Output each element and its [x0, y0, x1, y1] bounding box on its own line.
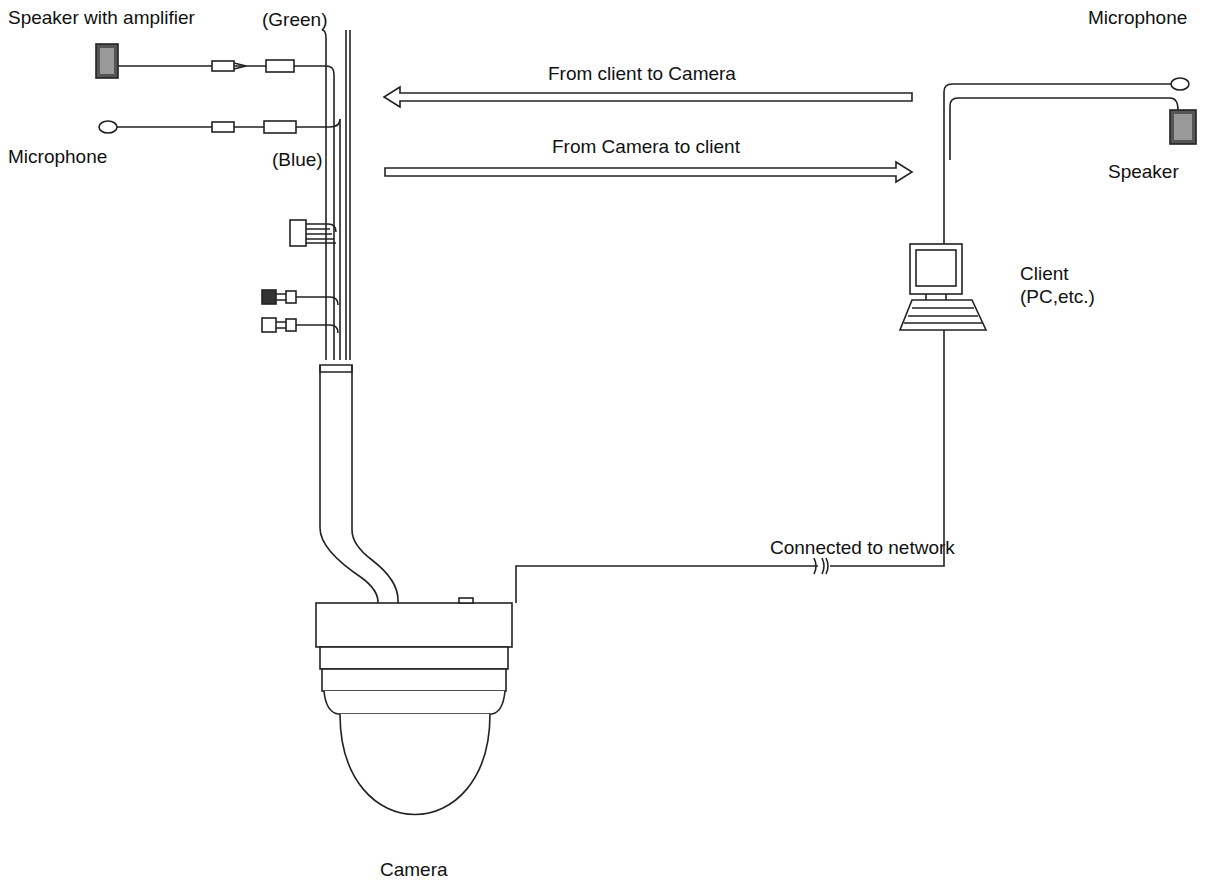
- direction-arrow: [385, 162, 912, 182]
- microphone: [99, 121, 117, 133]
- client-microphone: [1171, 78, 1189, 90]
- part-label: Camera: [380, 858, 448, 881]
- network-cable: [516, 312, 944, 603]
- client-pc: [900, 244, 986, 330]
- blue-cable: [117, 119, 340, 360]
- power-connector: [262, 318, 276, 332]
- wire-colour-label: (Blue): [272, 148, 323, 171]
- part-label: Microphone: [1088, 6, 1187, 29]
- camera-cable: [320, 365, 398, 604]
- client-speaker: [1170, 110, 1196, 144]
- wire-colour-label: (Green): [262, 8, 327, 31]
- direction-label: From Camera to client: [552, 135, 740, 158]
- part-label: Client (PC,etc.): [1020, 262, 1112, 308]
- video-connector: [262, 290, 276, 304]
- cable-label: Connected to network: [770, 536, 955, 559]
- direction-label: From client to Camera: [548, 62, 736, 85]
- green-cable: [118, 66, 334, 360]
- direction-arrow: [384, 87, 912, 107]
- multi-pin-connector: [290, 220, 306, 246]
- part-label: Speaker: [1108, 160, 1179, 183]
- speaker-box: [96, 44, 118, 78]
- part-label: Microphone: [8, 145, 107, 168]
- dome-camera: [316, 598, 512, 815]
- part-label: Speaker with amplifier: [8, 6, 195, 29]
